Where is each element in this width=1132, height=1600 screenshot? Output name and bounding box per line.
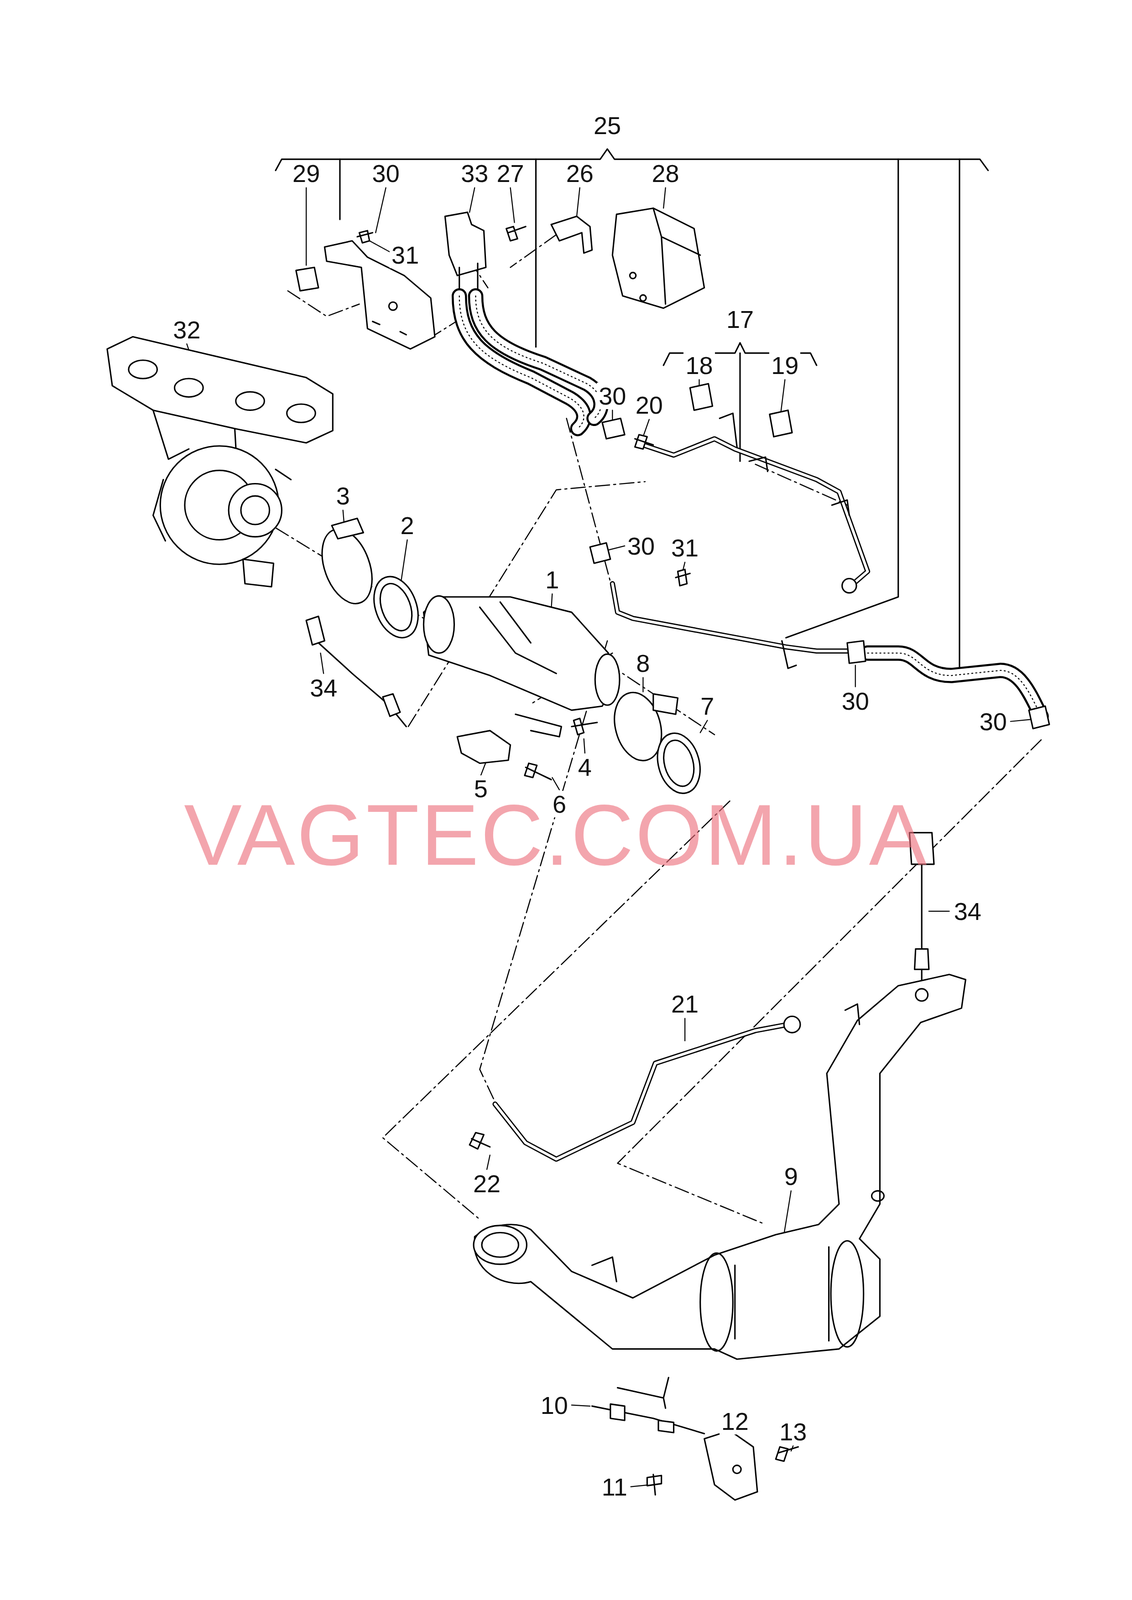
callout-number: 12: [719, 1408, 751, 1435]
callout-number: 4: [576, 754, 594, 781]
callout-number: 30: [370, 160, 402, 187]
callout-number: 3: [334, 482, 352, 510]
callout-number: 2: [398, 512, 417, 539]
callout-number: 28: [650, 160, 682, 187]
callout-number: 31: [389, 241, 421, 269]
callout-number: 8: [634, 650, 652, 677]
callout-number: 1: [543, 566, 561, 594]
callout-number: 26: [564, 160, 596, 187]
callout-number: 10: [538, 1392, 570, 1419]
callout-number: 7: [698, 693, 716, 720]
callout-number: 30: [625, 532, 657, 560]
callout-number: 25: [591, 112, 623, 139]
callout-number: 22: [471, 1170, 503, 1198]
callout-number: 20: [633, 391, 665, 419]
callout-number: 18: [683, 352, 715, 379]
callout-number: 30: [596, 382, 628, 410]
callout-number: 19: [769, 352, 801, 379]
callout-number: 34: [952, 898, 984, 925]
callout-number: 9: [782, 1163, 800, 1190]
callout-number: 30: [977, 708, 1009, 736]
callout-number: 33: [459, 160, 491, 187]
callout-number: 11: [599, 1474, 630, 1501]
callout-number: 13: [777, 1418, 809, 1446]
callout-number: 27: [495, 160, 527, 187]
callout-number: 30: [839, 688, 872, 715]
callout-number: 29: [290, 160, 322, 187]
callout-number: 31: [669, 534, 701, 562]
watermark: VAGTEC.COM.UA: [183, 791, 929, 879]
callout-number: 34: [307, 674, 340, 702]
callout-number: 21: [669, 991, 701, 1018]
callout-number: 32: [171, 316, 203, 344]
callout-number: 17: [724, 306, 756, 333]
